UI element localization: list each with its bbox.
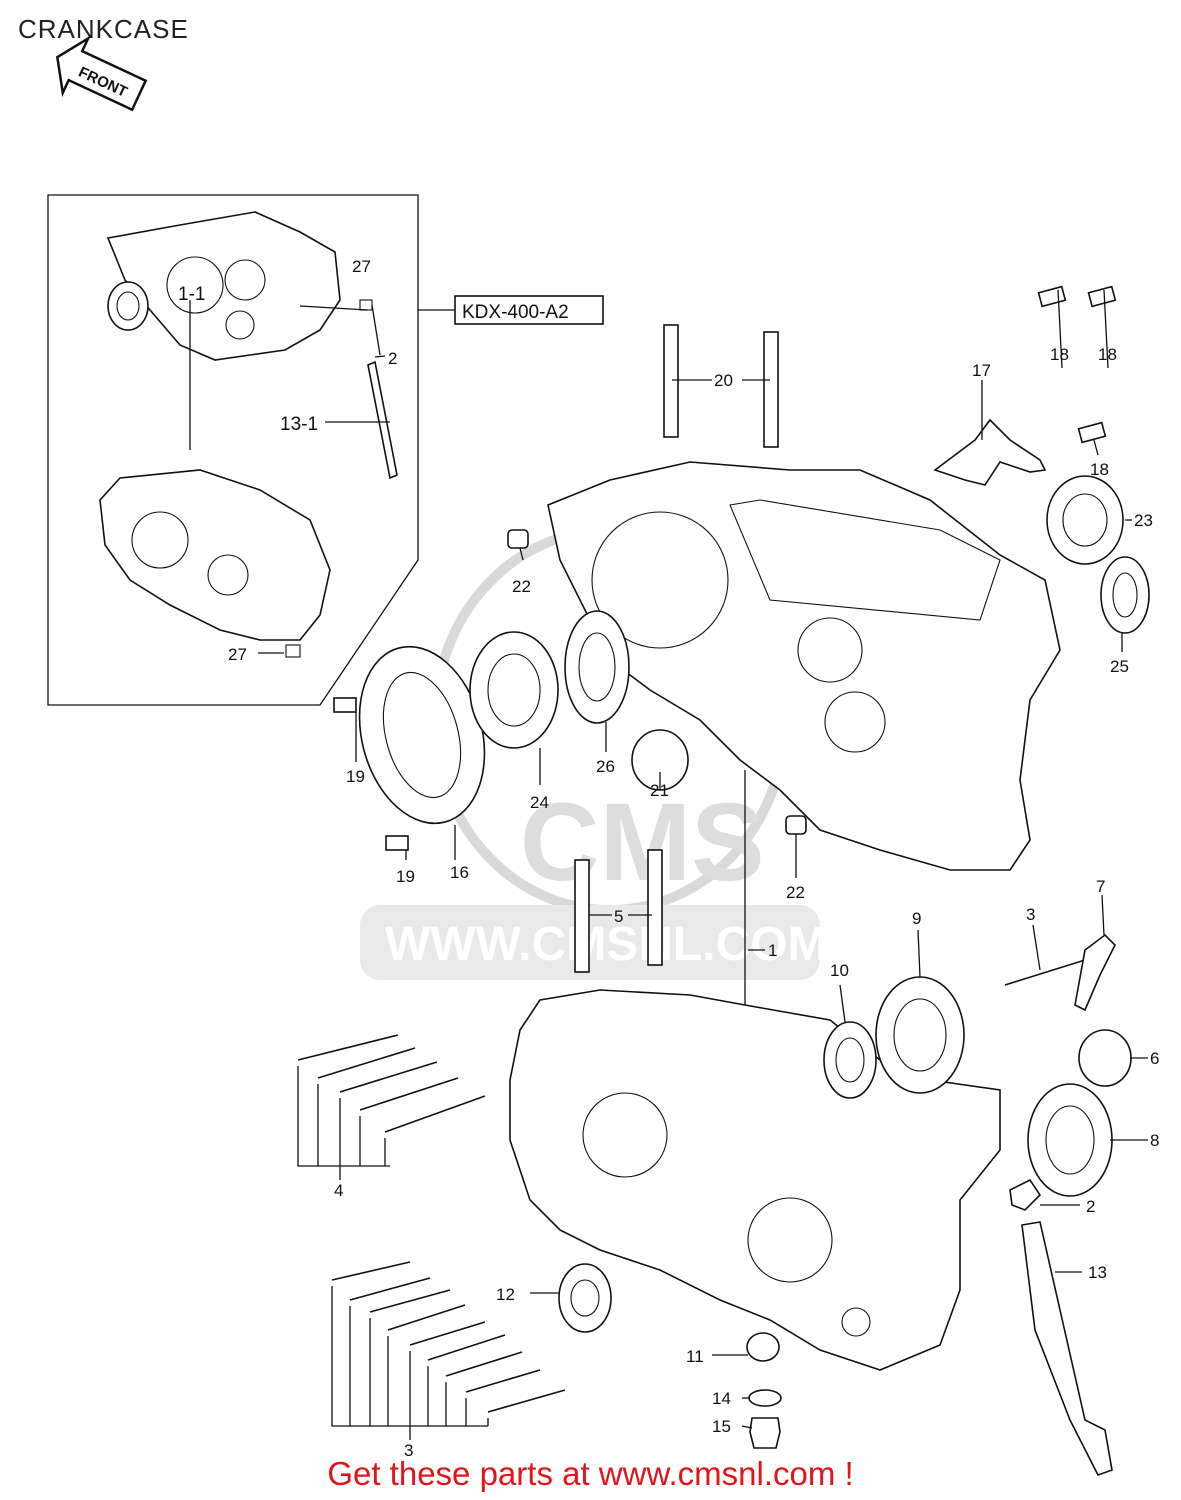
callout-19: 19 [346, 767, 365, 786]
callout-18: 18 [1098, 345, 1117, 364]
callout-20: 20 [714, 371, 733, 390]
bracket-icon [933, 418, 1047, 486]
bolt-set-3 [331, 1261, 566, 1440]
model-box-label: KDX-400-A2 [462, 302, 569, 323]
callout-3: 3 [404, 1441, 413, 1460]
drain-plug-icon [749, 1417, 781, 1449]
callout-5: 5 [614, 907, 623, 926]
model-box [454, 295, 604, 325]
callout-12: 12 [496, 1285, 515, 1304]
washer-icon [748, 1389, 782, 1407]
page-title: CRANKCASE [18, 14, 189, 44]
callout-18: 18 [1090, 460, 1109, 479]
callout-1-1: 1-1 [178, 284, 205, 305]
oil-seal-icon [558, 1263, 612, 1333]
oil-seal-icon [823, 1021, 877, 1099]
bearing-icon [469, 631, 559, 749]
stud-icon [574, 859, 590, 973]
watermark: CMS WWW.CMSNL.COM [360, 525, 828, 980]
callout-11: 11 [686, 1347, 704, 1366]
callout-24: 24 [530, 793, 549, 812]
fitting-icon [1009, 1178, 1042, 1211]
lower-crankcase-half [509, 989, 1001, 1371]
callout-16: 16 [450, 863, 469, 882]
inset-crankcase-lower [99, 469, 331, 641]
bracket-icon [1074, 933, 1116, 1012]
bearing-icon [1046, 475, 1124, 565]
callout-2: 2 [1086, 1197, 1095, 1216]
seal-icon [746, 1332, 780, 1362]
callout-6: 6 [1150, 1049, 1159, 1068]
front-arrow-icon: FRONT [55, 35, 148, 112]
footer-link[interactable]: Get these parts at www.cmsnl.com ! [327, 1455, 854, 1492]
callout-1: 1 [768, 941, 777, 960]
dowel-pin-icon [507, 529, 529, 549]
bearing-icon [1027, 1083, 1113, 1197]
callout-22: 22 [786, 883, 805, 902]
screw-icon [1037, 285, 1067, 308]
bolt-icon [333, 697, 357, 713]
inset-crankcase-upper [106, 211, 341, 361]
bearing-icon [875, 976, 965, 1094]
callout-19: 19 [396, 867, 415, 886]
callout-18: 18 [1050, 345, 1069, 364]
inset-oil-seal-icon [107, 281, 149, 331]
watermark-url: WWW.CMSNL.COM [385, 918, 828, 971]
bolt-icon [385, 835, 409, 851]
needle-bearing-icon [1100, 556, 1150, 634]
callout-3: 3 [1026, 905, 1035, 924]
hose-icon [1021, 1221, 1113, 1476]
leader-lines [258, 289, 1148, 1429]
callout-13: 13 [1088, 1263, 1107, 1282]
callout-labels: 1-1 27 27 2 13-1 20 17 18 18 18 23 25 22… [178, 257, 1159, 1460]
callout-17: 17 [972, 361, 991, 380]
callout-27: 27 [352, 257, 371, 276]
inset-frame [47, 194, 419, 706]
dowel-pin-icon [785, 815, 807, 835]
upper-crankcase-half [547, 461, 1061, 871]
callout-27: 27 [228, 645, 247, 664]
callout-9: 9 [912, 909, 921, 928]
screw-icon [1087, 285, 1117, 308]
stud-icon [763, 331, 779, 448]
oil-seal-icon [564, 610, 630, 724]
callout-7: 7 [1096, 877, 1105, 896]
callout-25: 25 [1110, 657, 1129, 676]
watermark-brand: CMS [520, 781, 764, 904]
bolt-set-4 [297, 1034, 486, 1180]
callout-14: 14 [712, 1389, 731, 1408]
stud-icon [663, 324, 679, 438]
callout-15: 15 [712, 1417, 731, 1436]
bushing-icon [1078, 1029, 1132, 1087]
callout-21: 21 [650, 781, 669, 800]
callout-2: 2 [388, 349, 397, 368]
callout-26: 26 [596, 757, 615, 776]
screw-icon [1077, 421, 1107, 444]
callout-4: 4 [334, 1181, 343, 1200]
stud-icon [647, 849, 663, 966]
callout-10: 10 [830, 961, 849, 980]
callout-8: 8 [1150, 1131, 1159, 1150]
callout-13-1: 13-1 [280, 414, 318, 435]
gasket-icon [358, 645, 486, 825]
callout-22: 22 [512, 577, 531, 596]
callout-23: 23 [1134, 511, 1153, 530]
